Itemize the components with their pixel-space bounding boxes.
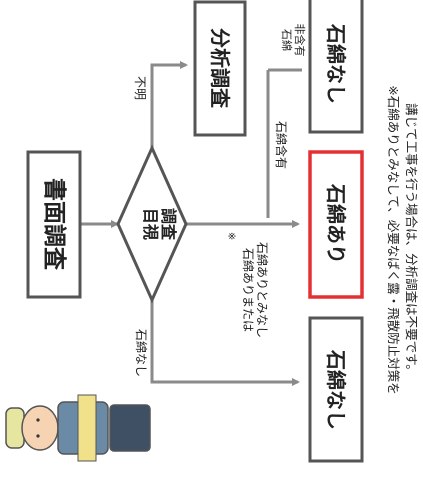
worker-illustration-icon xyxy=(5,394,151,462)
visual-survey-diamond xyxy=(116,144,188,304)
label-unknown: 不明 xyxy=(133,76,147,100)
visual-survey-label-1: 目視 xyxy=(141,208,160,240)
label-no-asbestos: 石綿なし xyxy=(134,329,148,377)
asterisk-mark: ※ xyxy=(226,232,237,240)
visual-survey-label-2: 調査 xyxy=(159,208,178,240)
asbestos-present-label: 石綿あり xyxy=(324,183,348,264)
no-asbestos-top-box xyxy=(308,0,364,134)
no-asbestos-bottom-box xyxy=(308,316,364,463)
label-asbestos-or-deemed-2: 石綿ありとみなし xyxy=(255,242,269,338)
document-survey-box xyxy=(26,150,82,299)
analysis-survey-box xyxy=(193,0,247,137)
analysis-survey-label: 分析調査 xyxy=(208,28,232,108)
no-asbestos-top-label: 石綿なし xyxy=(324,23,348,104)
no-asbestos-bottom-label: 石綿なし xyxy=(324,349,348,430)
footnote-line-2: 講じて工事を行う場合は、分析調査は不要です。 xyxy=(404,103,419,377)
label-contains: 石綿含有 xyxy=(274,121,289,169)
footnote-line-1: ※石綿ありとみなして、必要なばく露・飛散防止対策を xyxy=(386,85,401,394)
document-survey-label: 書面調査 xyxy=(41,178,68,270)
label-not-contains-2: 非含有 xyxy=(293,24,307,57)
connectors xyxy=(80,61,302,386)
asbestos-present-box xyxy=(308,150,364,299)
label-asbestos-or-deemed-1: 石綿ありまたは xyxy=(241,248,255,332)
label-not-contains-1: 石綿 xyxy=(280,29,294,51)
